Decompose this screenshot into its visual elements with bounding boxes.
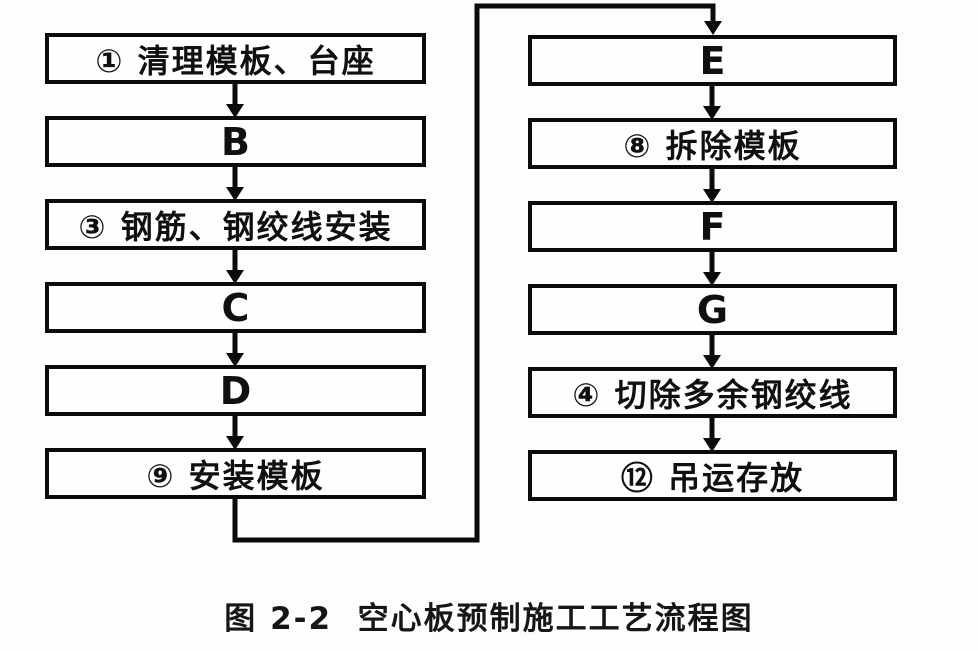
flow-box-f: F — [528, 201, 897, 252]
flow-box-cut-excess-strand: ④ 切除多余钢绞线 — [528, 367, 897, 418]
down-arrow-icon — [703, 416, 721, 452]
down-arrow-icon — [226, 165, 244, 201]
flow-box-lift-storage: ⑫ 吊运存放 — [528, 450, 897, 501]
flow-box-install-formwork: ⑨ 安装模板 — [45, 448, 426, 499]
flow-box-g: G — [528, 284, 897, 335]
down-arrow-icon — [226, 414, 244, 450]
flow-box-rebar-strand-install: ③ 钢筋、钢绞线安装 — [45, 199, 426, 250]
down-arrow-icon — [226, 331, 244, 367]
down-arrow-icon — [703, 167, 721, 203]
down-arrow-icon — [703, 250, 721, 286]
flow-box-e: E — [528, 35, 897, 86]
down-arrow-icon — [703, 84, 721, 120]
flow-box-clean-formwork-pedestal: ① 清理模板、台座 — [45, 33, 426, 84]
column-connector-line — [232, 3, 722, 543]
flow-box-c: C — [45, 282, 426, 333]
down-arrow-icon — [704, 21, 722, 35]
down-arrow-icon — [226, 82, 244, 118]
flow-box-b: B — [45, 116, 426, 167]
flow-box-d: D — [45, 365, 426, 416]
figure-caption: 图 2-2 空心板预制施工工艺流程图 — [224, 601, 754, 637]
down-arrow-icon — [703, 333, 721, 369]
down-arrow-icon — [226, 248, 244, 284]
flow-box-remove-formwork: ⑧ 拆除模板 — [528, 118, 897, 169]
